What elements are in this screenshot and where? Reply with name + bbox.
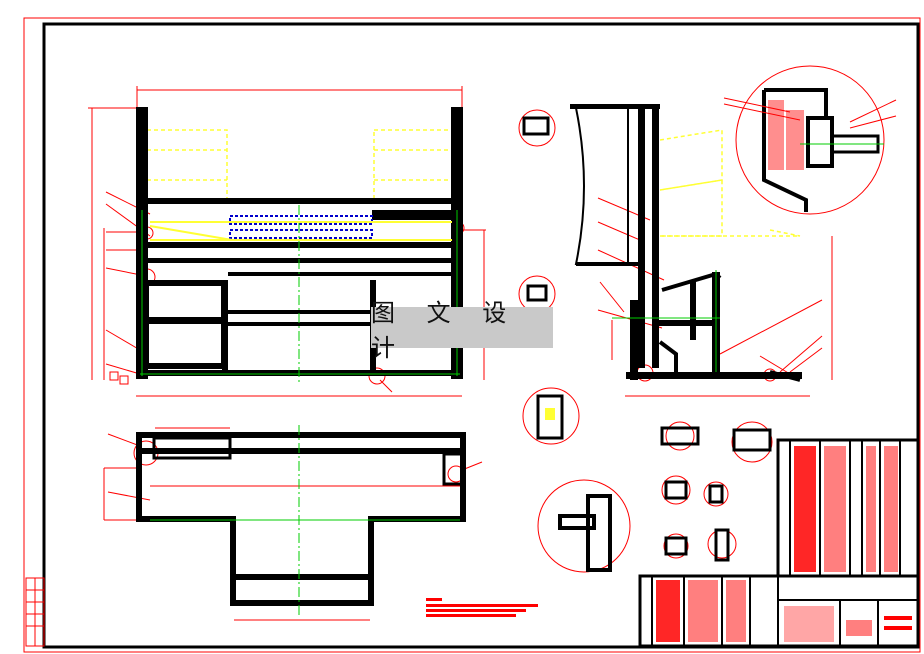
watermark-label: 图 文 设 计	[371, 299, 553, 362]
side-view	[570, 104, 833, 397]
front-view	[88, 86, 486, 397]
title-block	[638, 438, 920, 648]
detail-view-large	[723, 65, 897, 215]
outer-border	[23, 17, 921, 653]
inner-border	[42, 22, 920, 649]
technical-notes	[426, 598, 538, 617]
left-margin-table	[25, 577, 45, 647]
plan-view	[103, 425, 483, 621]
detail-view-small-set	[518, 109, 773, 573]
